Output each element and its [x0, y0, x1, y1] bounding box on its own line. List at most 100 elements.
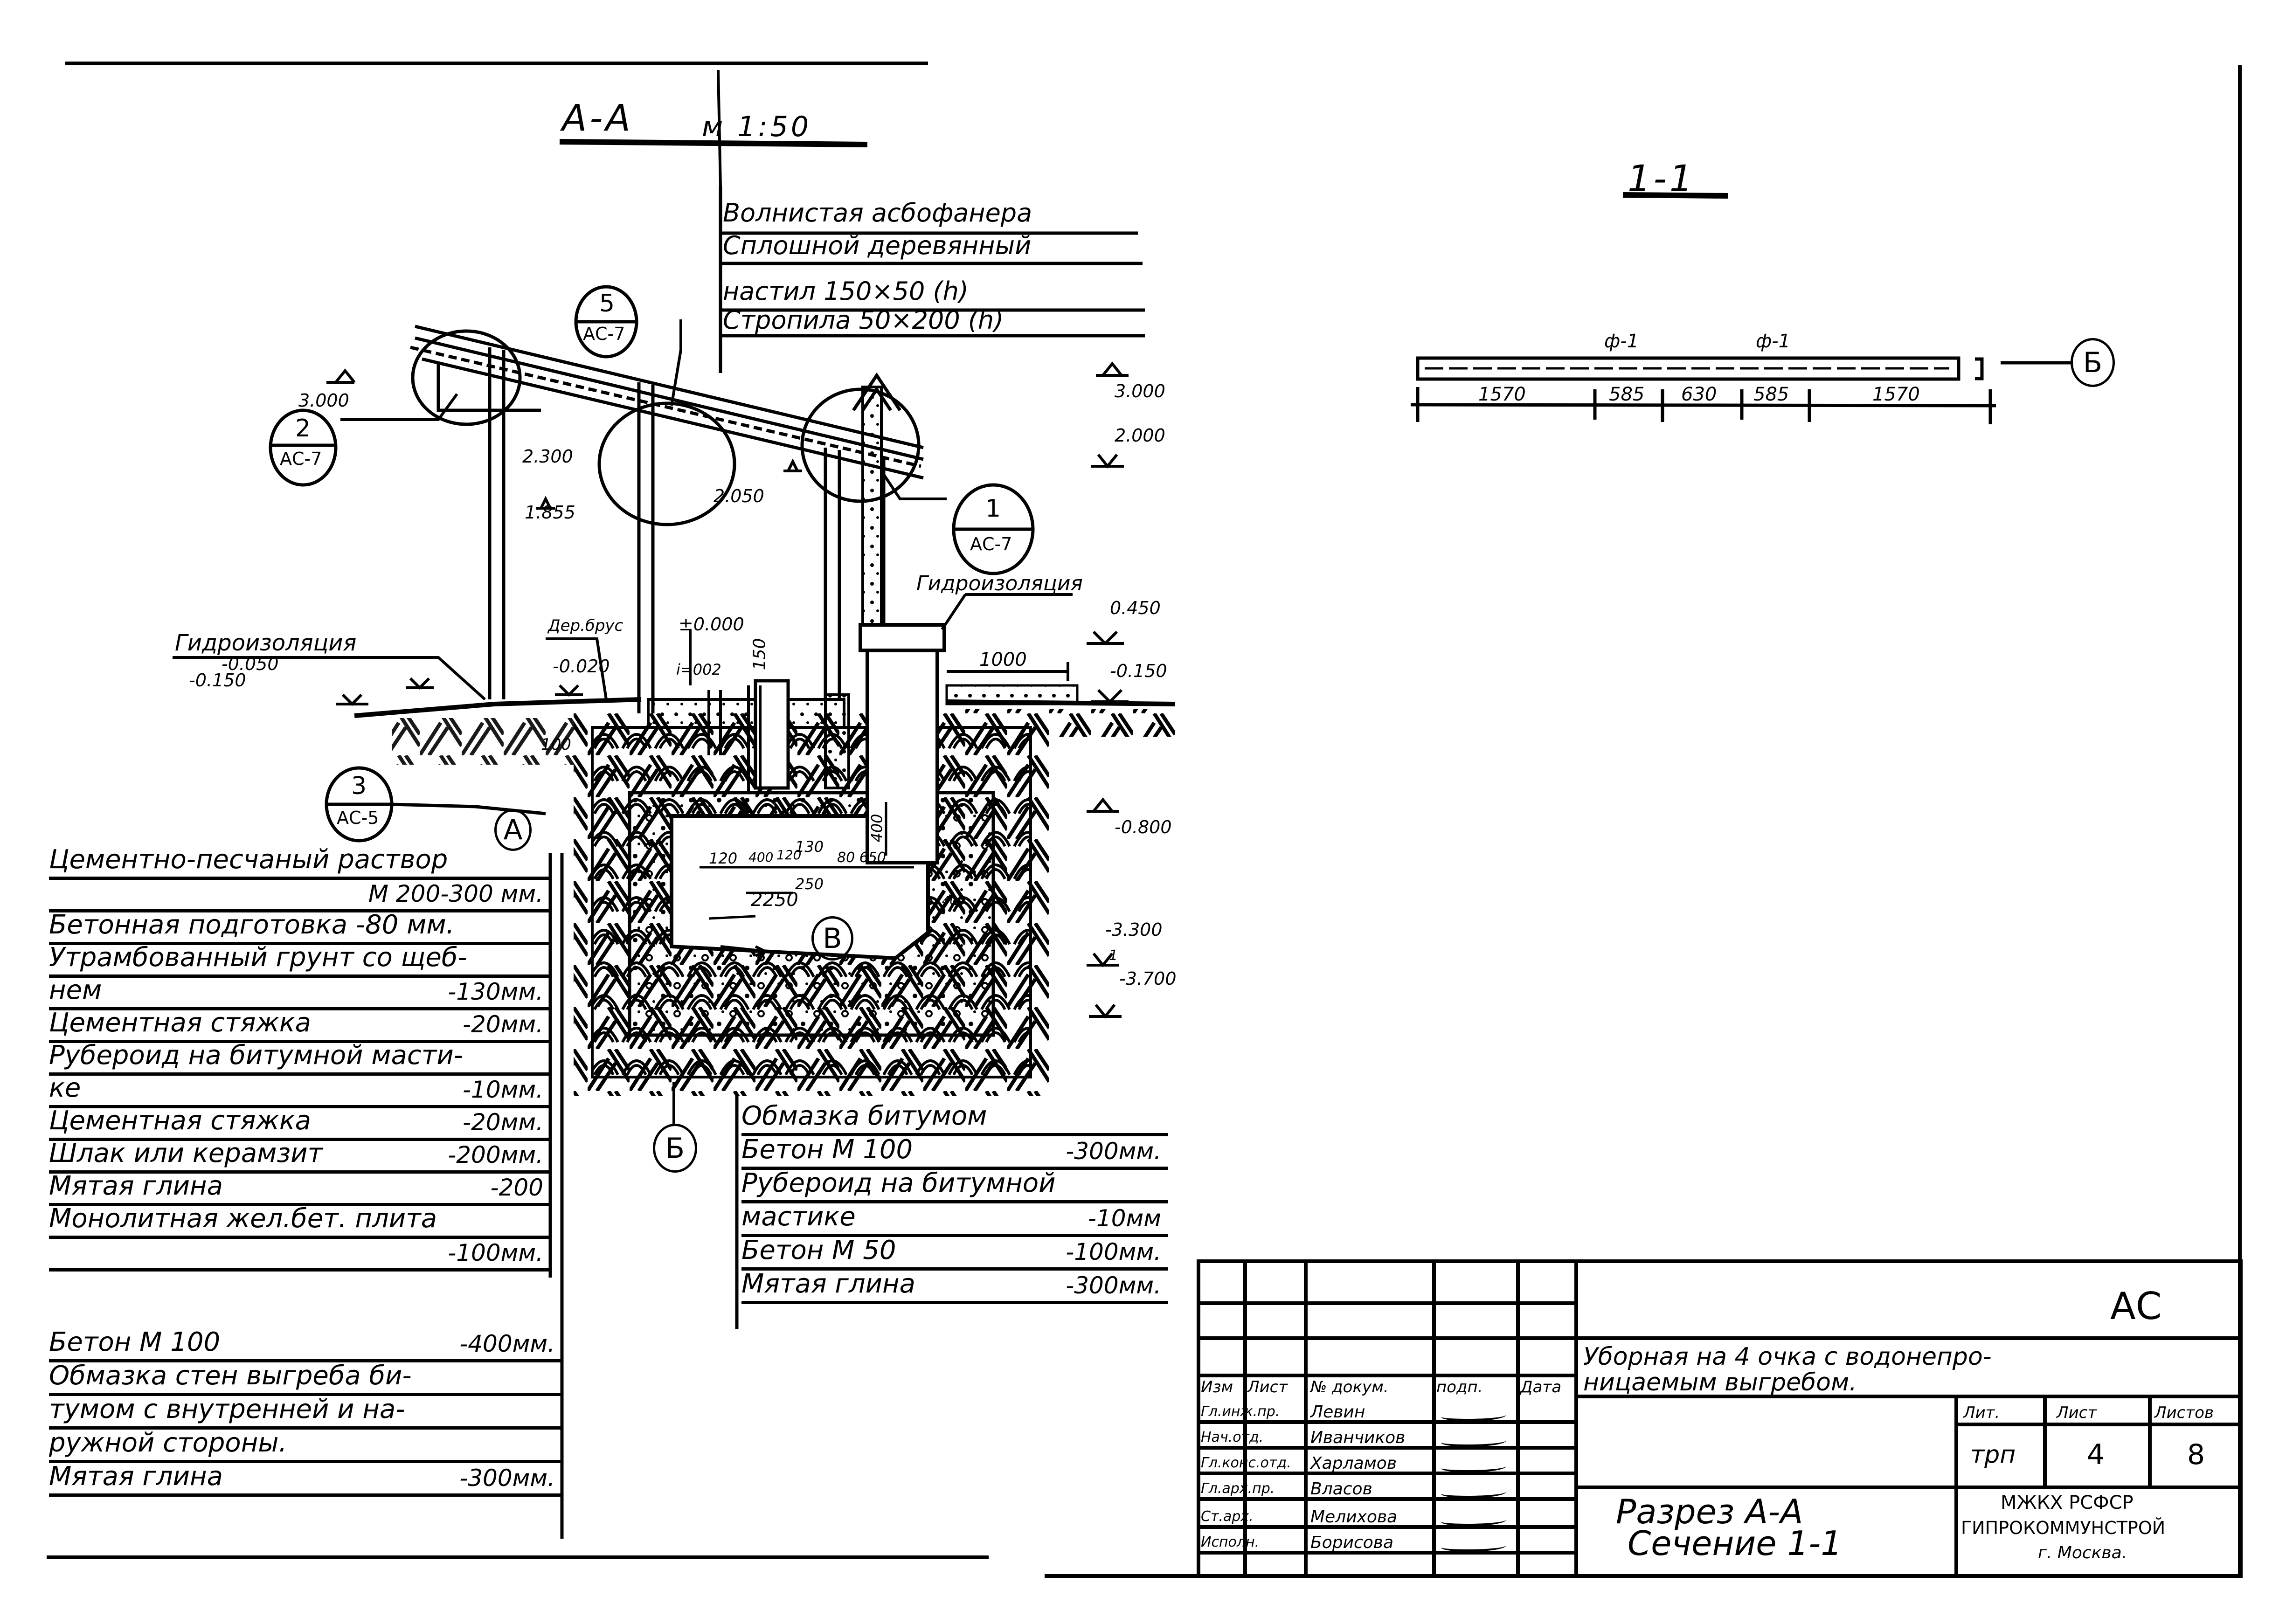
dim-400c-label: 400	[942, 894, 965, 908]
legend-divider	[741, 1301, 1168, 1304]
header-date: Дата	[1520, 1378, 1562, 1396]
pipe-2	[707, 690, 722, 755]
dim-150-label: 150	[750, 638, 769, 670]
dim-400b-label: 400	[748, 850, 774, 865]
roof-legend-item: Стропила 50×200 (h)	[723, 305, 1004, 335]
staff-role: Ст.арх.	[1201, 1508, 1254, 1525]
dim-400-vertical: 400	[868, 814, 886, 843]
legend-value: М 200-300 мм.	[368, 880, 543, 907]
sheets-label: Листов	[2154, 1403, 2214, 1422]
elevation-minus-3300: -3.300	[1105, 919, 1163, 940]
legend-divider	[49, 1493, 562, 1497]
chute	[866, 642, 939, 864]
legend-text: Шлак или керамзит	[49, 1138, 323, 1168]
legend-value: -200	[490, 1174, 543, 1201]
org-line3: г. Москва.	[2038, 1543, 2127, 1562]
project-title-line1: Уборная на 4 очка с водонепро-	[1583, 1343, 1992, 1371]
staff-name: Мелихова	[1310, 1507, 1398, 1527]
legend-divider	[741, 1133, 1168, 1136]
callout-3-ref: АС-5	[337, 808, 379, 828]
note-leaders	[173, 593, 1073, 701]
signature-mark	[1441, 1487, 1506, 1498]
callout-leaders	[340, 69, 947, 500]
elevation-minus-3700: -3.700	[1119, 968, 1177, 989]
callout-5-number: 5	[599, 290, 615, 318]
legend-value: -10мм	[1088, 1205, 1161, 1232]
legend-divider	[741, 1200, 1168, 1203]
11-title-underline	[1622, 192, 1728, 199]
elevation-0000: ±0.000	[679, 614, 744, 635]
callout-3-number: 3	[351, 772, 367, 800]
legend-text: Цементная стяжка	[49, 1008, 311, 1038]
legend-divider	[49, 1203, 550, 1206]
legend-divider	[49, 1359, 562, 1362]
sheet-value: 4	[2087, 1438, 2105, 1471]
elevation-2300: 2.300	[522, 446, 573, 467]
legend-divider	[741, 1167, 1168, 1170]
sheets-value: 8	[2187, 1438, 2205, 1471]
sheet-label: Лист	[2057, 1403, 2097, 1422]
header-list: Лист	[1247, 1378, 1288, 1396]
legend-divider	[49, 974, 550, 978]
legend-text: Рубероид на битумной масти-	[49, 1040, 463, 1071]
legend-text: Мятая глина	[49, 1461, 223, 1492]
blind-area-right	[945, 684, 1079, 705]
pipe-1	[747, 685, 762, 793]
legend-text: ке	[49, 1073, 81, 1103]
plan-dim: 585	[1753, 384, 1789, 405]
legend-text: Цементно-песчаный раствор	[49, 844, 448, 875]
legend-text: Мятая глина	[49, 1171, 223, 1201]
axis-v-marker: В	[811, 916, 853, 961]
legend-value: -400мм.	[459, 1330, 555, 1357]
legend-text: нем	[49, 975, 102, 1005]
legend-value: -20мм.	[463, 1011, 543, 1038]
staff-name: Иванчиков	[1310, 1428, 1406, 1447]
header-izm: Изм	[1201, 1378, 1233, 1396]
callout-bubbles	[269, 285, 1035, 843]
stage-value: трп	[1970, 1441, 2016, 1469]
callout-5-ref: АС-7	[583, 324, 625, 344]
legend-text: Обмазка стен выгреба би-	[49, 1361, 412, 1391]
note-hydro-right: Гидроизоляция	[916, 572, 1083, 595]
callout-2-ref: АС-7	[280, 449, 322, 469]
org-line1: МЖКХ РСФСР	[2001, 1492, 2134, 1513]
header-sign: подп.	[1436, 1378, 1483, 1396]
plan-11	[1410, 356, 2071, 424]
callout-2-number: 2	[295, 415, 311, 442]
dim-120-label: 120	[709, 850, 738, 867]
legend-divider	[49, 1040, 550, 1043]
legend-text: Бетон М 100	[741, 1134, 913, 1165]
elevation-3000-left: 3.000	[298, 390, 349, 411]
plan-mark-f1: ф-1	[1756, 331, 1791, 352]
pit-dimensions	[700, 802, 914, 920]
stage-label: Лит.	[1963, 1403, 2000, 1422]
elevation-minus-0800: -0.800	[1115, 817, 1172, 837]
drawing-title-line1: Разрез А-А	[1616, 1492, 1803, 1531]
legend-divider	[49, 1170, 550, 1174]
elevation-minus-0150-right: -0.150	[1110, 661, 1167, 681]
vent-pipe	[861, 386, 883, 640]
legend-text: Бетон М 100	[49, 1327, 221, 1357]
elevation-minus-0020: -0.020	[553, 656, 610, 677]
axis-a-marker: А	[494, 809, 532, 851]
org-line2: ГИПРОКОММУНСТРОЙ	[1961, 1518, 2166, 1538]
legend-text: Обмазка битумом	[741, 1101, 987, 1131]
section-11-title: 1-1	[1628, 158, 1696, 200]
dim-130-label: 130	[795, 838, 824, 856]
legend-text: Монолитная жел.бет. плита	[49, 1203, 437, 1234]
signature-mark	[1441, 1462, 1506, 1472]
legend-divider	[49, 1105, 550, 1108]
elevation-2050: 2.050	[714, 486, 764, 506]
legend-text: тумом с внутренней и на-	[49, 1394, 405, 1424]
staff-role: Гл.конс.отд.	[1201, 1455, 1291, 1471]
seat-block	[824, 693, 850, 789]
legend-divider	[49, 1007, 550, 1010]
plan-dim: 630	[1681, 384, 1717, 405]
elevation-3000-right: 3.000	[1115, 381, 1165, 401]
legend-value: -300мм.	[1066, 1272, 1161, 1299]
aa-title-underline	[559, 139, 868, 147]
title-block-code: АС	[2110, 1285, 2162, 1328]
legend-divider	[49, 1138, 550, 1141]
legend-value: -130мм.	[448, 978, 543, 1005]
